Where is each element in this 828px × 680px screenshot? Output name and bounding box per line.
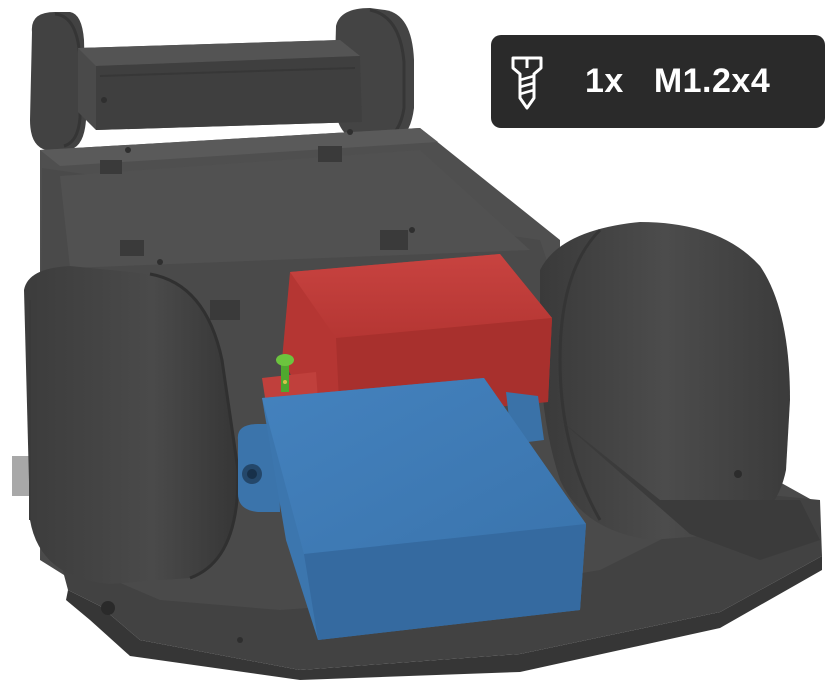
screw-icon [507, 51, 547, 113]
screw-size: M1.2x4 [653, 62, 771, 100]
screw-quantity: 1x [585, 62, 624, 100]
highlighted-screw [276, 354, 294, 392]
servo [237, 378, 586, 640]
rear-left-tire [30, 12, 86, 150]
parts-callout: 1x M1.2x4 [491, 35, 825, 128]
front-left-tire [12, 266, 240, 584]
front-right-tire [540, 222, 820, 560]
